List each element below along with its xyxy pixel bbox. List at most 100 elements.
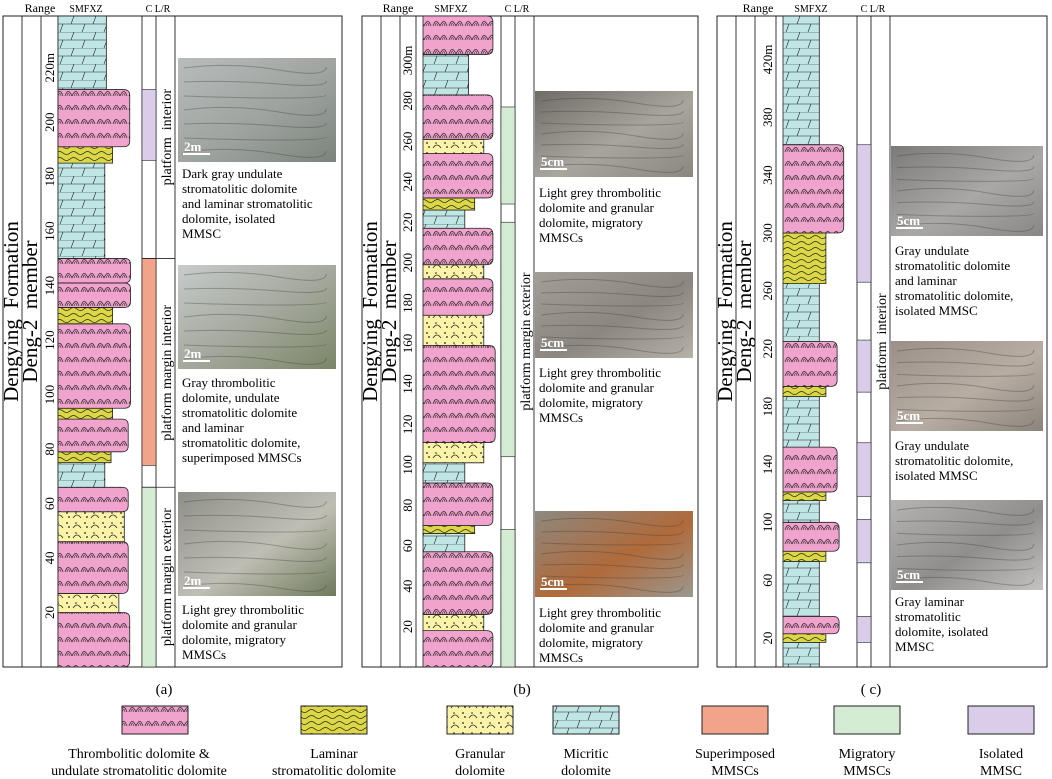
facies-label: platform margin interior [160,305,175,441]
photo-caption-line: MMSCs [539,410,583,425]
legend-label: dolomite [455,764,505,779]
bed-thrombolitic [57,418,129,453]
depth-tick-label: 40 [42,552,57,565]
photo-texture [540,130,684,140]
photo-caption-line: and laminar stromatolitic [182,196,313,211]
depth-tick-label: 220 [760,339,775,359]
legend-label: Granular [455,747,505,762]
bed-granular [57,511,125,543]
depth-tick-label: 120 [400,415,415,435]
photo-texture [540,291,684,297]
range-bar-migratory [500,106,516,205]
photo-texture [540,530,684,536]
depth-tick-label: 40 [400,580,415,593]
bed-thrombolitic [422,278,494,316]
depth-tick-label: 140 [760,455,775,475]
bed-granular [422,614,485,632]
depth-tick-label: 100 [42,385,57,405]
bed-granular [422,138,485,154]
range-bar-isolated [141,89,157,161]
bed-thrombolitic [57,612,131,668]
bed-laminar [782,633,827,643]
legend-swatch [833,705,901,735]
depth-tick-label: 260 [760,281,775,301]
facies-label: platform margin exterior [160,508,175,646]
photo-texture [896,166,1035,172]
photo-caption-line: superimposed MMSCs [182,450,302,465]
smfxz-header: SMFXZ [434,4,467,15]
photo-image [178,492,336,596]
photo-image [891,500,1043,590]
depth-tick-label: 340 [760,165,775,185]
legend-label: MMSC [980,764,1022,779]
depth-tick-label: 200 [42,112,57,132]
photo-caption-line: dolomite and granular [539,620,654,635]
bed-laminar [782,385,827,397]
legend-label: Laminar [310,747,358,762]
photo-texture [896,417,1035,427]
range-bar-isolated [856,616,872,643]
photo-caption-line: dolomite, migratory [539,635,643,650]
legend-label: undulate stromatolitic dolomite [51,764,227,779]
photo-caption-line: dolomite, migratory [182,632,286,647]
scale-label: 5cm [897,408,920,423]
panel-label: ( c) [861,682,881,698]
photo-texture [183,64,327,74]
bed-thrombolitic [422,482,494,526]
photo-texture [183,122,327,128]
panel-label: (a) [156,682,173,698]
photo-caption-line: Light grey thrombolitic [539,365,661,380]
bed-laminar [422,197,476,211]
photo-caption-line: Gray laminar [895,594,965,609]
cl-r-header: C L/R [146,4,171,15]
scale-label: 5cm [541,335,564,350]
range-bar-migratory [500,221,516,458]
bed-micritic [422,533,466,553]
photo-texture [183,80,327,86]
bed-granular [422,314,485,346]
bed-thrombolitic [422,630,494,668]
bed-micritic [422,54,469,96]
bed-micritic [782,396,820,448]
bed-granular [422,264,485,280]
depth-tick-label: 220 [400,212,415,232]
photo-caption-line: stromatolitic dolomite, [895,453,1013,468]
photo-caption-line: dolomite, migratory [539,395,643,410]
photo-texture [540,311,684,321]
photo-caption-line: dolomite and granular [539,380,654,395]
bed-micritic [782,500,820,523]
photo-caption-line: dolomite, undulate [182,390,280,405]
photo-image [535,511,693,597]
field-photo: 5cm [535,511,693,597]
photo-texture [183,540,327,550]
photo-texture [896,541,1035,551]
photo-texture [183,343,327,348]
bed-laminar [782,491,827,502]
bed-thrombolitic [422,551,494,615]
legend-label: stromatolitic dolomite [272,764,396,779]
photo-texture [896,566,1035,571]
bed-micritic [57,462,106,488]
range-header: Range [743,1,774,15]
formation-label: Dengying Formation [713,221,737,402]
scale-label: 5cm [897,213,920,228]
legend-item-laminar: Laminar stromatolitic dolomite [272,705,396,779]
cl-r-header: C L/R [861,4,886,15]
photo-texture [540,302,684,307]
photo-texture [540,143,684,149]
formation-label: Dengying Formation [0,221,23,402]
depth-tick-label: 200 [400,253,415,273]
photo-texture [896,407,1035,412]
photo-texture [896,396,1035,402]
range-bar-superimposed [141,258,157,466]
bed-micritic [782,642,820,668]
photo-texture [896,222,1035,232]
field-photo: 2m [178,492,336,596]
depth-tick-label: 60 [42,497,57,510]
bed-laminar [782,550,827,562]
depth-tick-label: 60 [400,539,415,552]
